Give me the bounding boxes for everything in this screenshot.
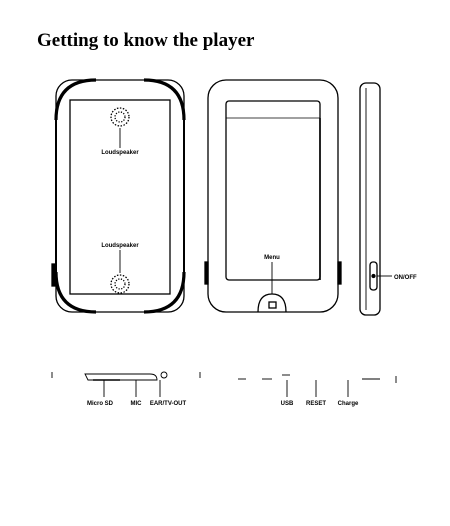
label-menu: Menu bbox=[264, 255, 280, 261]
bottom-edge-left bbox=[51, 371, 201, 397]
back-view bbox=[51, 78, 186, 314]
speaker-grille-bottom bbox=[110, 274, 130, 294]
label-usb: USB bbox=[281, 401, 294, 407]
bottom-edge-right bbox=[238, 374, 397, 397]
label-on-off: ON/OFF bbox=[394, 275, 417, 281]
speaker-grille-top bbox=[110, 107, 130, 127]
label-loudspeaker-bottom: Loudspeaker bbox=[101, 243, 139, 249]
label-loudspeaker-top: Loudspeaker bbox=[101, 150, 139, 156]
label-ear-tv-out: EAR/TV-OUT bbox=[150, 401, 187, 407]
side-view bbox=[359, 82, 392, 316]
label-mic: MIC bbox=[131, 401, 143, 407]
page-title: Getting to know the player bbox=[37, 30, 255, 51]
label-reset: RESET bbox=[306, 401, 326, 407]
label-micro-sd: Micro SD bbox=[87, 401, 114, 407]
front-view bbox=[204, 79, 342, 313]
label-charge: Charge bbox=[338, 401, 359, 407]
